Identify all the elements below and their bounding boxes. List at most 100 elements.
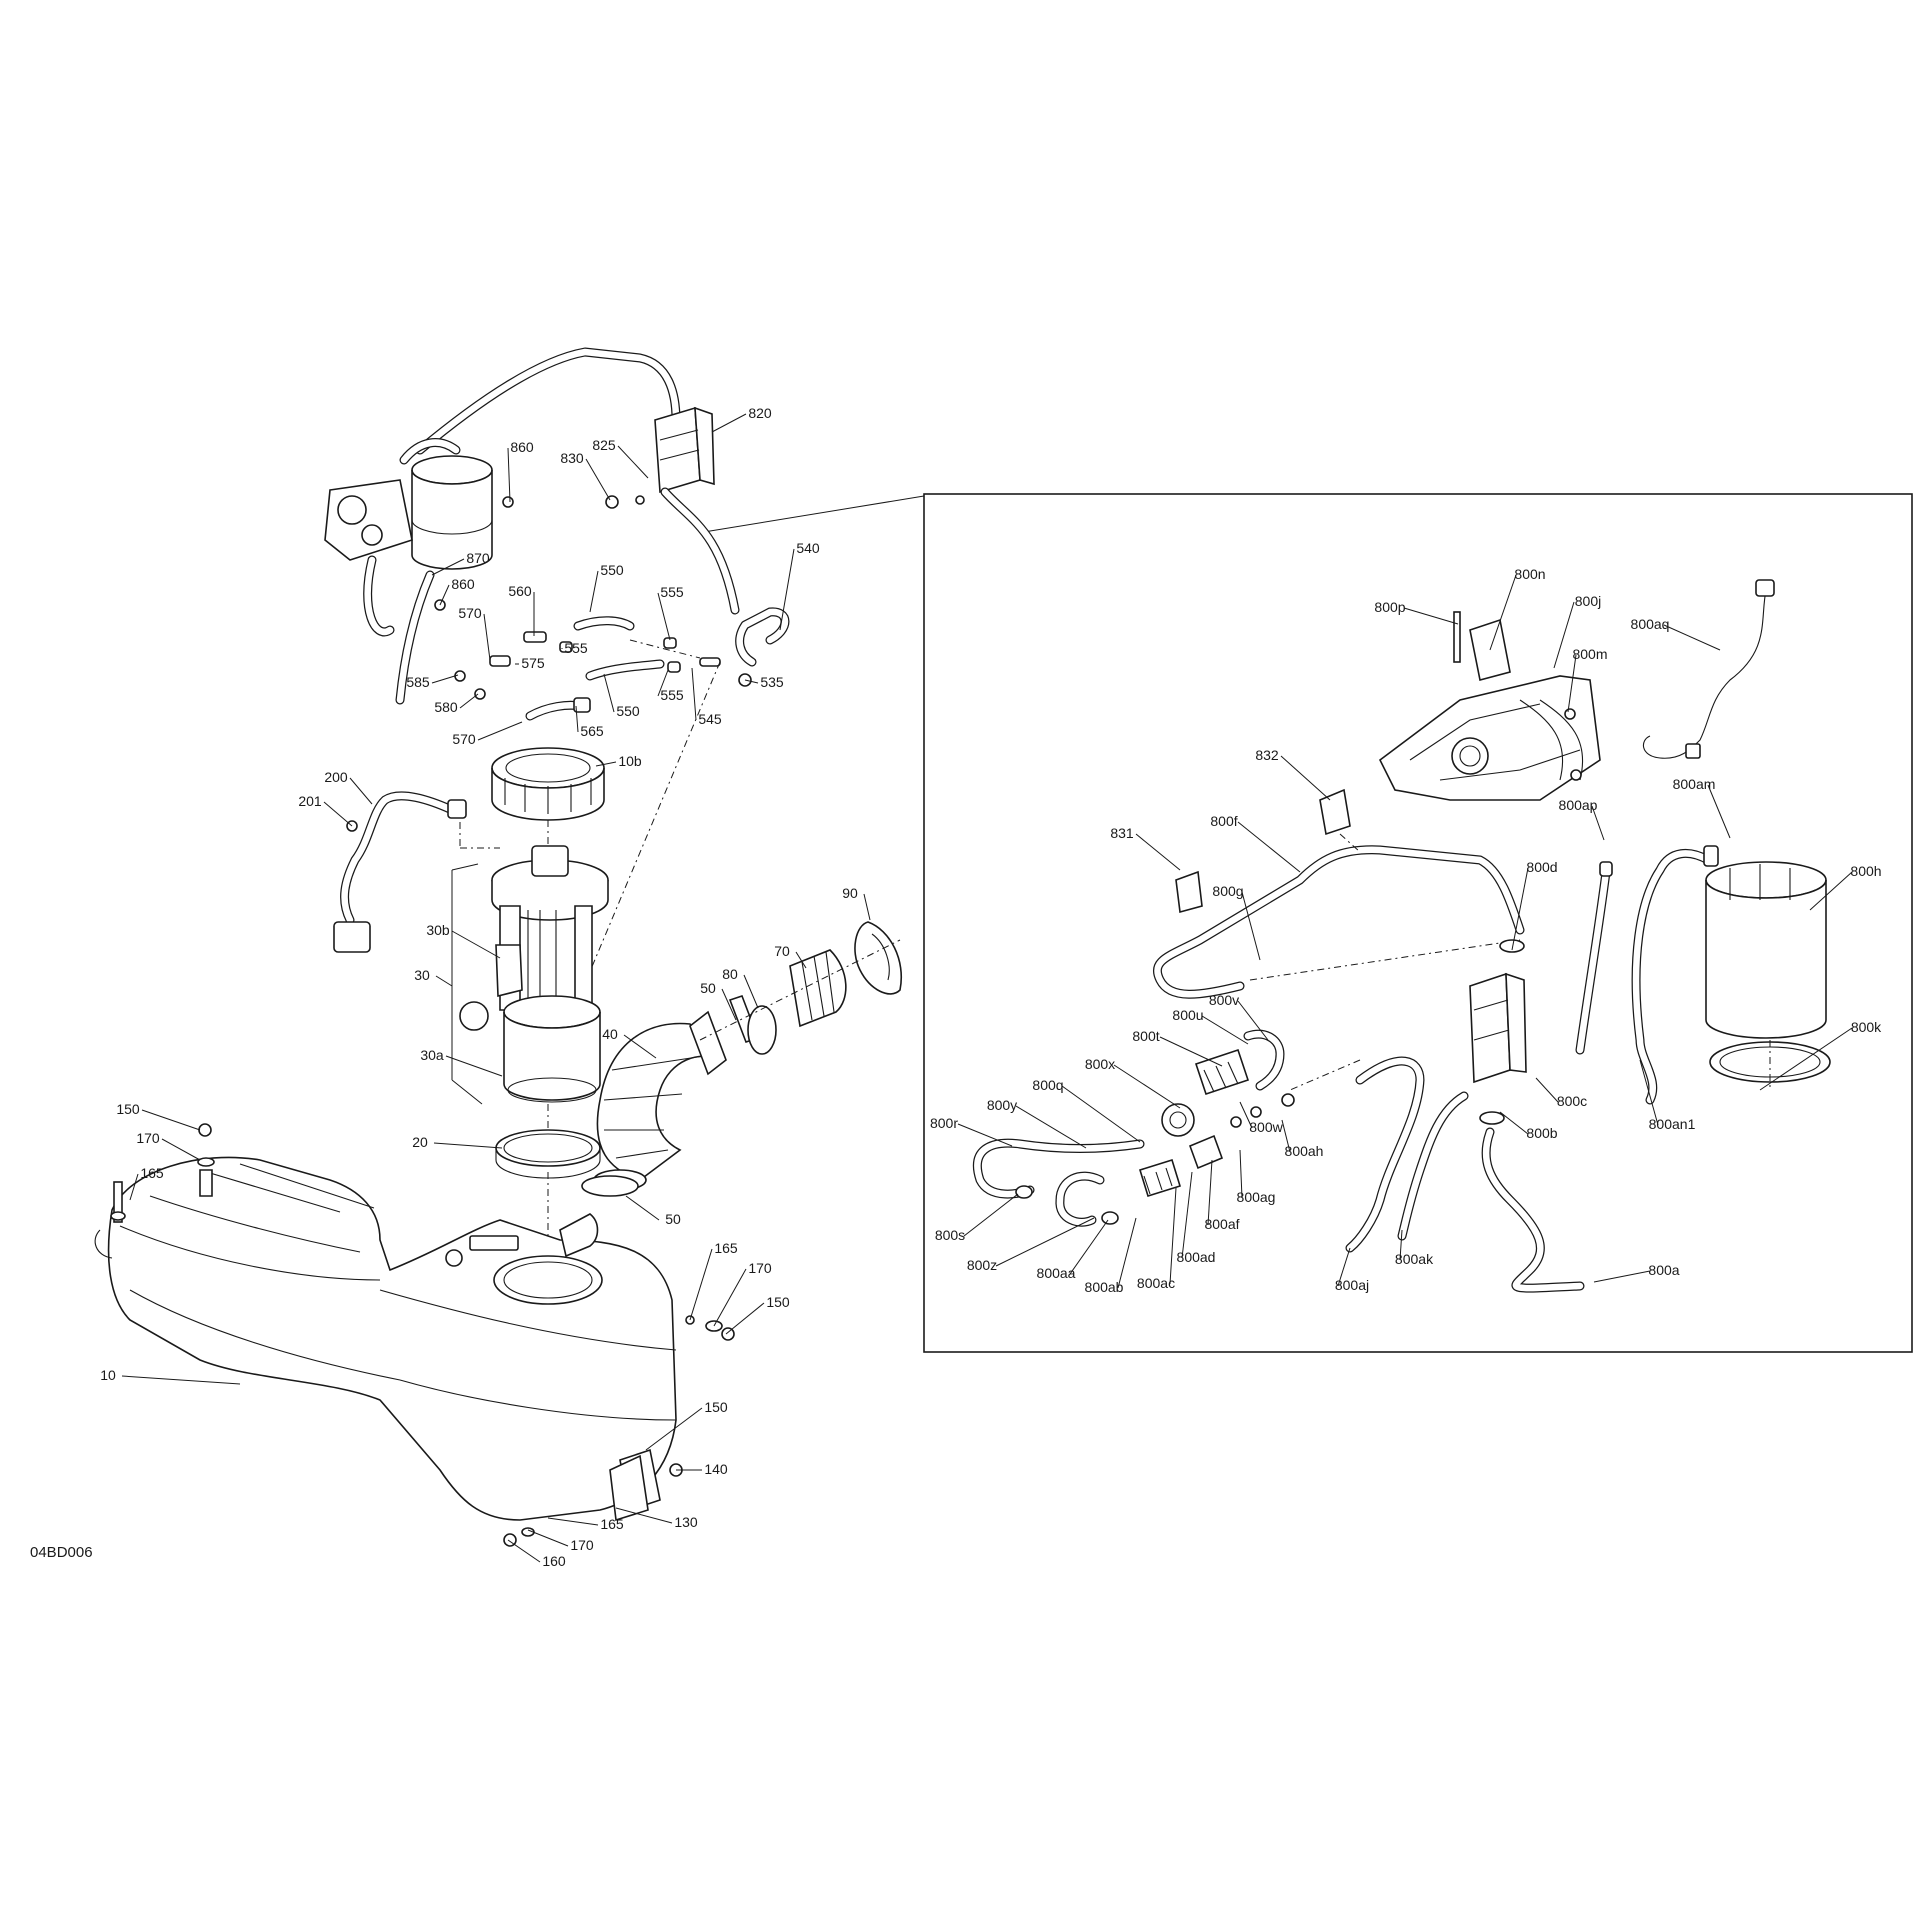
inset-hose-800ap (1575, 861, 1613, 1055)
bolt-icon (1453, 611, 1461, 663)
callout-label: 800ah (1285, 1143, 1324, 1159)
callout-800f: 800f (1210, 813, 1301, 873)
callout-570: 570 (452, 721, 523, 747)
callout-800q: 800q (1032, 1077, 1141, 1143)
callout-170: 170 (527, 1529, 594, 1553)
callout-label: 90 (842, 885, 858, 901)
callout-800r: 800r (930, 1115, 1013, 1147)
callout-leader (691, 667, 697, 721)
callout-label: 800r (930, 1115, 958, 1131)
callout-170: 170 (136, 1130, 201, 1161)
callout-800d: 800d (1511, 859, 1558, 951)
callout-label: 800h (1850, 863, 1881, 879)
callout-leader (744, 679, 759, 684)
lock-ring-10b (491, 747, 605, 821)
callout-label: 130 (674, 1514, 698, 1530)
callout-leader (863, 893, 871, 921)
callout-leader (507, 1539, 541, 1563)
callout-leader (1237, 821, 1301, 873)
callout-leader (1281, 1119, 1291, 1153)
callout-label: 800am (1673, 776, 1716, 792)
callout-165: 165 (689, 1240, 738, 1321)
callout-label: 555 (564, 640, 588, 656)
callout-label: 585 (406, 674, 430, 690)
drawing-id: 04BD006 (30, 1544, 93, 1561)
callout-leader (1535, 1077, 1559, 1103)
callout-leader (657, 592, 671, 641)
callout-800j: 800j (1553, 593, 1601, 669)
callout-label: 550 (616, 703, 640, 719)
callout-label: 10b (618, 753, 642, 769)
pressure-regulator-icon (459, 1001, 489, 1031)
callout-10: 10 (100, 1367, 241, 1385)
callout-label: 535 (760, 674, 784, 690)
callout-label: 800ap (1559, 797, 1598, 813)
callout-830: 830 (560, 450, 611, 501)
callout-165: 165 (547, 1516, 624, 1532)
nut-icon (721, 1327, 735, 1341)
callout-leader (603, 673, 615, 713)
washer-icon (110, 1211, 126, 1221)
callout-800h: 800h (1809, 863, 1882, 911)
callout-leader (1061, 1085, 1141, 1143)
callout-label: 565 (580, 723, 604, 739)
inset-canister-800h (1631, 845, 1831, 1105)
callout-label: 800b (1526, 1125, 1557, 1141)
callout-label: 800x (1085, 1056, 1115, 1072)
callout-label: 800af (1204, 1216, 1239, 1232)
callout-leader (1159, 1036, 1223, 1067)
callout-leader (1707, 784, 1731, 839)
callout-150: 150 (116, 1101, 201, 1131)
inset-canister-bracket-800j (1378, 611, 1601, 801)
callout-label: 160 (542, 1553, 566, 1569)
callout-170: 170 (713, 1260, 772, 1327)
callout-leader (435, 975, 453, 987)
callout-50: 50 (700, 980, 737, 1021)
callout-832: 832 (1255, 747, 1331, 801)
callout-label: 800s (935, 1227, 965, 1243)
callout-label: 800n (1514, 566, 1545, 582)
callout-label: 560 (508, 583, 532, 599)
callout-label: 165 (140, 1165, 164, 1181)
callout-800b: 800b (1499, 1111, 1558, 1141)
callout-leader (1169, 1187, 1177, 1285)
callout-800ag: 800ag (1237, 1149, 1275, 1205)
callout-leader (141, 1109, 201, 1131)
callout-leader (431, 558, 465, 576)
callout-leader (323, 801, 353, 827)
callout-leader (595, 761, 617, 767)
purge-module-820 (605, 406, 740, 615)
callout-leader (1015, 1105, 1087, 1149)
callout-label: 800m (1572, 646, 1607, 662)
callout-150: 150 (725, 1294, 790, 1335)
callout-label: 30b (426, 922, 450, 938)
callout-800g: 800g (1212, 883, 1261, 961)
callout-820: 820 (711, 405, 772, 433)
callout-40: 40 (602, 1026, 657, 1059)
callout-800z: 800z (967, 1217, 1095, 1273)
callout-800ac: 800ac (1137, 1187, 1177, 1291)
callout-831: 831 (1110, 825, 1181, 871)
callout-leader (1241, 891, 1261, 961)
callout-label: 580 (434, 699, 458, 715)
callout-leader (1403, 607, 1459, 625)
callout-label: 800an1 (1649, 1116, 1696, 1132)
callout-555: 555 (561, 640, 588, 656)
callout-label: 150 (704, 1399, 728, 1415)
callout-20: 20 (412, 1134, 503, 1150)
callout-label: 50 (665, 1211, 681, 1227)
callout-leader (1567, 654, 1577, 713)
callout-825: 825 (592, 437, 649, 479)
callout-70: 70 (774, 943, 807, 969)
callout-label: 30 (414, 967, 430, 983)
callout-545: 545 (691, 667, 722, 727)
callout-leader (1663, 624, 1721, 651)
callout-800af: 800af (1204, 1159, 1240, 1232)
callout-label: 800d (1526, 859, 1557, 875)
inset-sensor-cable-800aq (1642, 579, 1775, 759)
callout-label: 10 (100, 1367, 116, 1383)
callout-800aa: 800aa (1037, 1219, 1109, 1281)
callout-800t: 800t (1132, 1028, 1223, 1067)
nut-icon (198, 1123, 212, 1137)
callout-leader (1069, 1219, 1109, 1275)
